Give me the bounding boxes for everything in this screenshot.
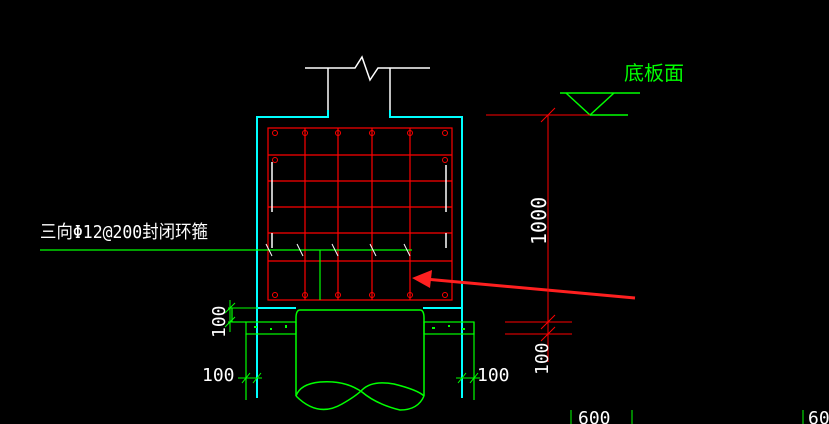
rebar-cage <box>267 127 453 301</box>
pointer-arrow <box>412 270 636 300</box>
floor-level-symbol <box>560 92 640 117</box>
vertical-dimension <box>486 107 590 362</box>
dimension-bottom-1-label: 600 <box>578 408 611 424</box>
column-break-symbol <box>305 55 430 110</box>
dimension-bottom-2-label: 60 <box>808 408 829 424</box>
floor-level-label: 底板面 <box>624 61 684 85</box>
rebar-bar-ends <box>272 130 448 298</box>
dimension-left-vertical-label: 100 <box>209 305 230 338</box>
dimension-bottom-right-label: 100 <box>532 342 553 375</box>
rebar-side-bars <box>271 162 447 248</box>
stirrup-label: 三向Φ12@200封闭环箍 <box>40 222 208 243</box>
stirrup-ticks <box>265 243 411 257</box>
dimension-left-horizontal-label: 100 <box>202 365 235 386</box>
left-vertical-dimension <box>224 300 258 332</box>
pile <box>295 309 425 411</box>
bottom-dimension-ticks <box>570 410 804 424</box>
stirrup-leader <box>40 249 412 300</box>
concrete-outline <box>256 110 463 398</box>
dimension-right-horizontal-label: 100 <box>477 365 510 386</box>
dimension-height-label: 1000 <box>527 197 551 245</box>
bottom-horizontal-dimensions <box>238 372 480 398</box>
cushion-hatch <box>254 325 465 330</box>
